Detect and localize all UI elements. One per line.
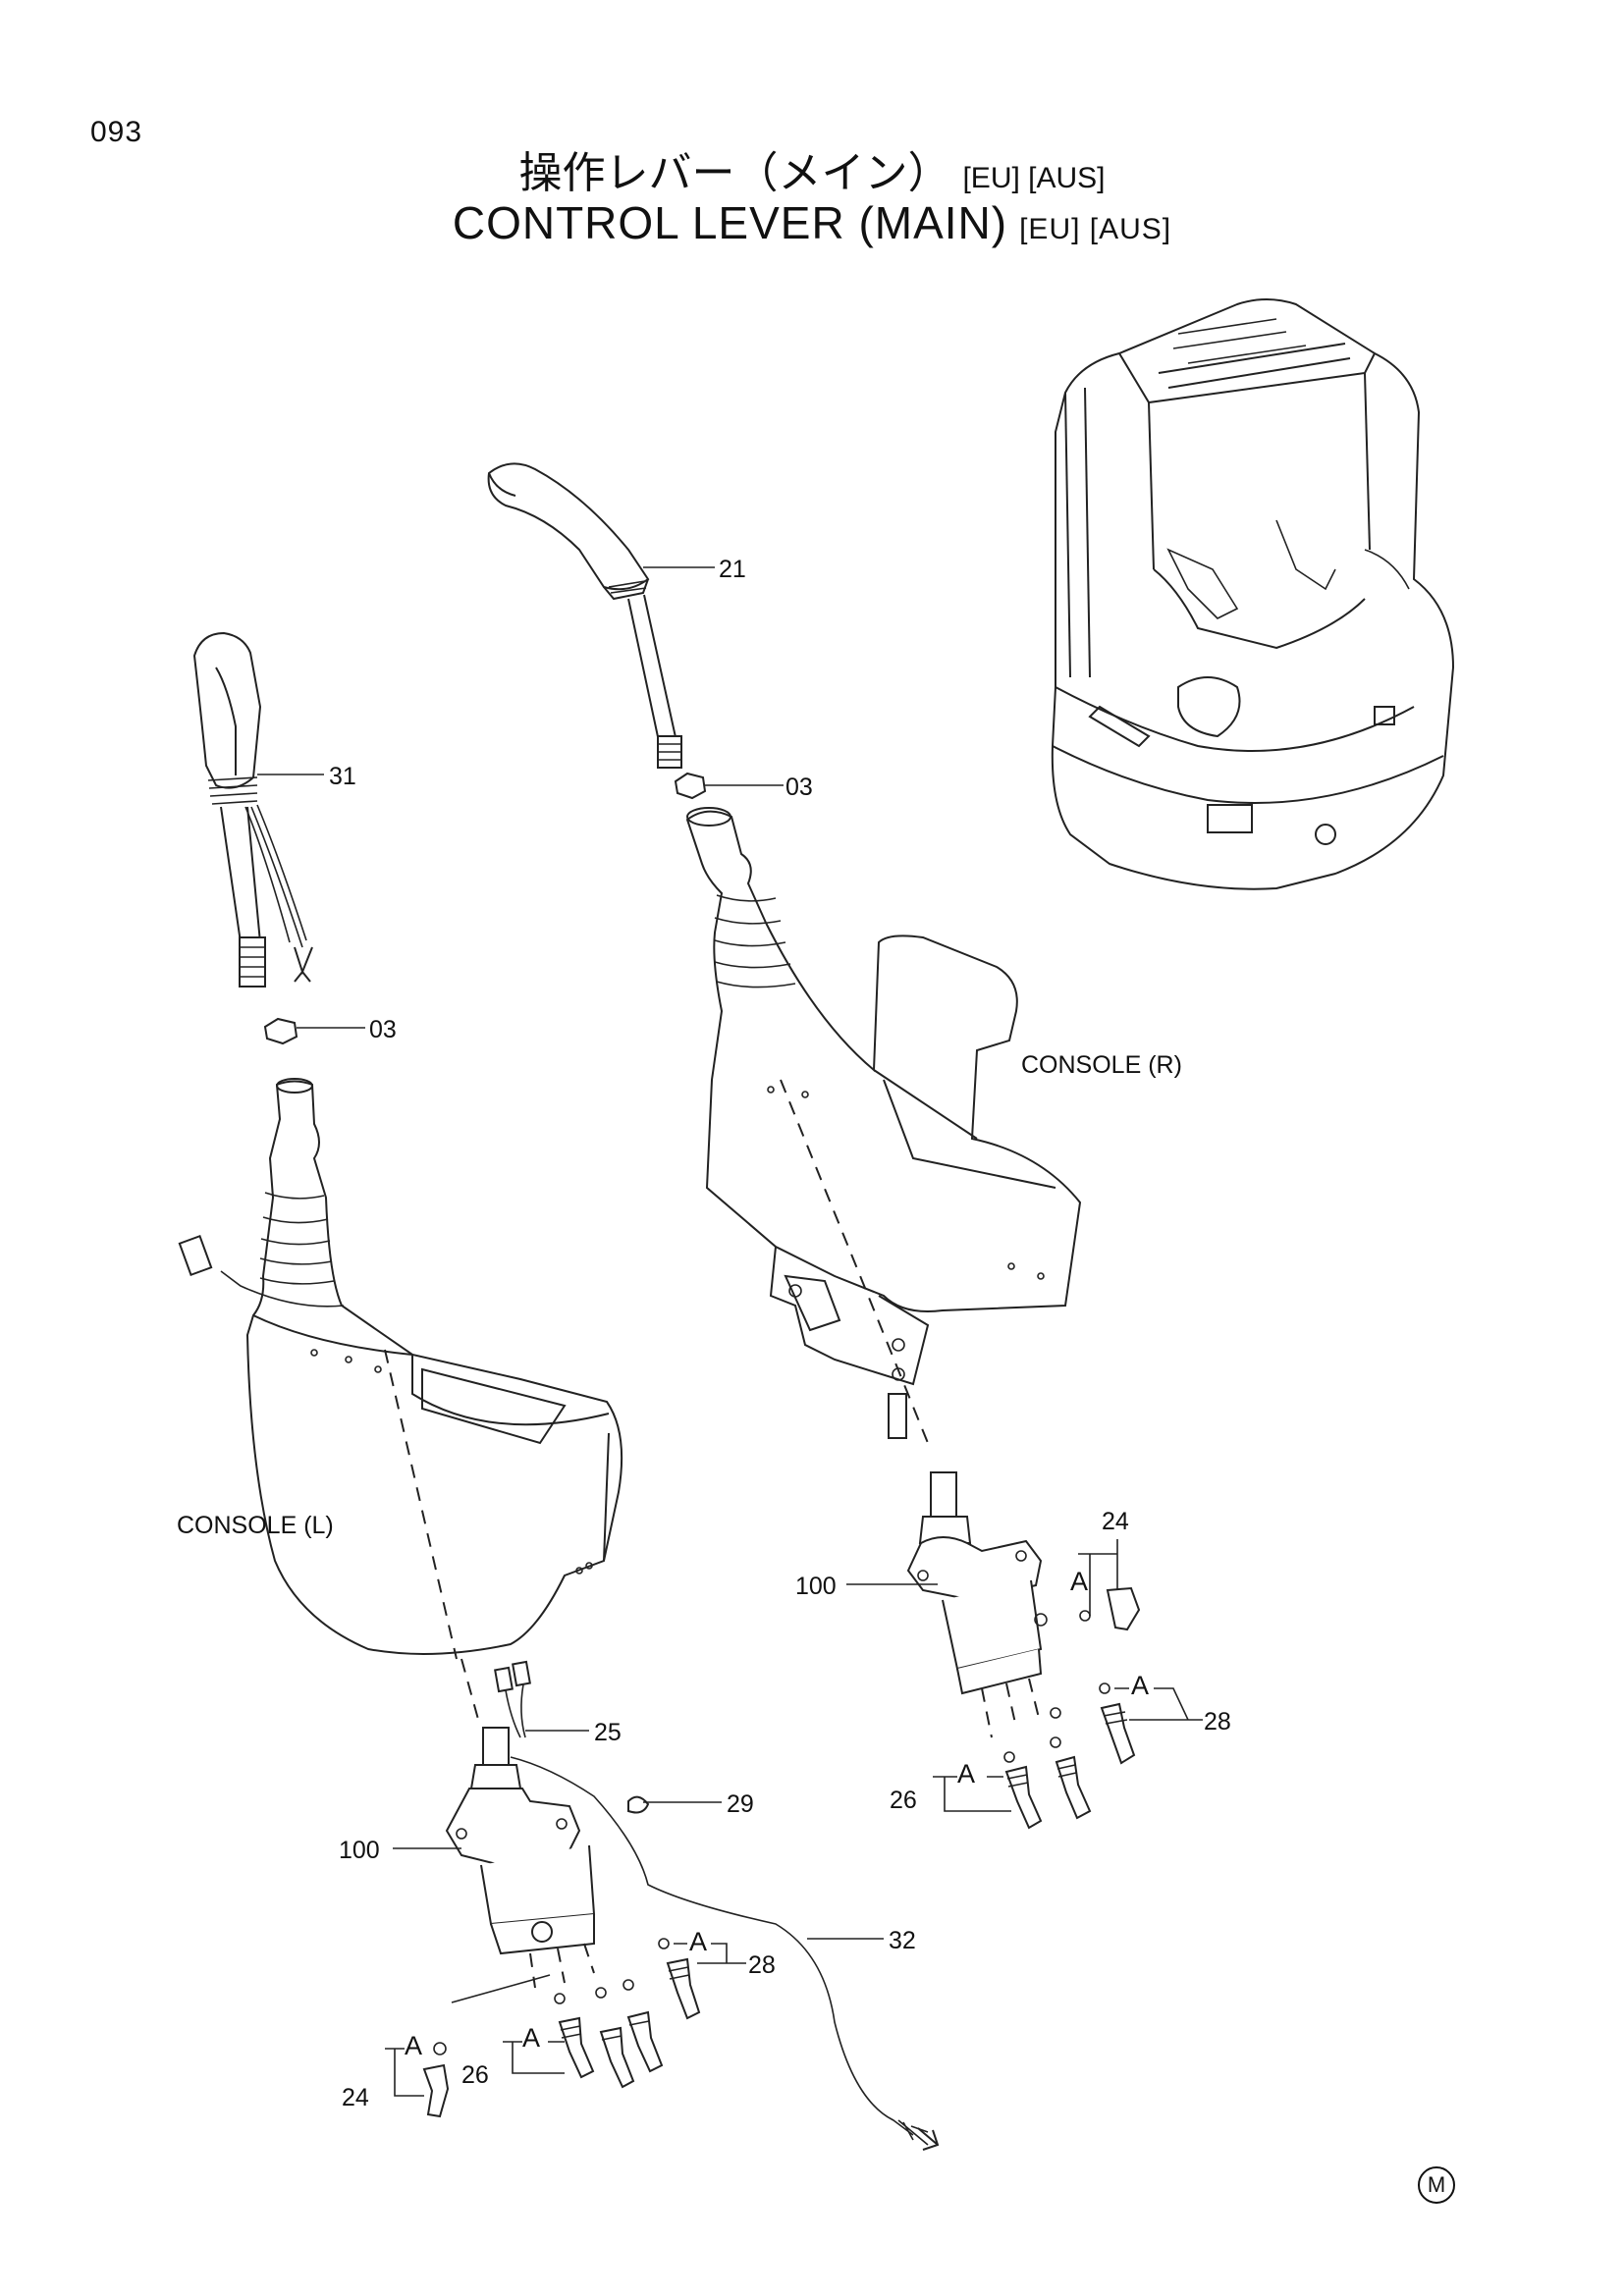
detail-a-left-2: A [522,2023,540,2053]
title-en-text: CONTROL LEVER (MAIN) [452,197,1008,248]
console-right [685,807,1082,1444]
detail-a-right-2: A [1131,1671,1149,1700]
fitting-24-left [385,1974,551,2118]
fitting-28-left [658,1938,746,2020]
fitting-28-right [1099,1682,1203,1765]
callout-100-right: 100 [795,1573,837,1600]
callout-28-left: 28 [748,1951,776,1979]
label-console-right: CONSOLE (R) [1021,1051,1182,1079]
callout-29: 29 [727,1790,754,1818]
detail-a-right-1: A [1070,1567,1088,1596]
title-jp-text: 操作レバー（メイン） [518,149,951,197]
title-english: CONTROL LEVER (MAIN) [EU] [AUS] [0,196,1624,249]
detail-a-left-3: A [405,2031,422,2060]
lever-21 [487,462,682,769]
excavator-cab-illustration [1051,298,1455,890]
fitting-26-left [503,1979,664,2089]
pilot-valve-100-left [445,1658,940,2151]
callout-24-left: 24 [342,2084,369,2111]
callout-26-left: 26 [461,2061,489,2089]
nut-03-left [263,1017,365,1045]
console-left [178,1078,623,1660]
title-japanese: 操作レバー（メイン） [EU] [AUS] [0,137,1624,200]
footer-mark: M [1418,2166,1455,2204]
pilot-valve-100-right [906,1471,1048,1738]
callout-32: 32 [889,1927,916,1954]
callout-31: 31 [329,763,356,790]
callout-100-left: 100 [339,1837,380,1864]
page-number: 093 [90,116,143,148]
callout-26-right: 26 [890,1787,917,1814]
title-en-region-tags: [EU] [AUS] [1019,213,1172,245]
fitting-26-right [933,1707,1092,1830]
detail-a-right-3: A [957,1759,975,1789]
nut-03-right [674,772,784,800]
title-jp-region-tags: [EU] [AUS] [962,162,1106,194]
callout-28-right: 28 [1204,1708,1231,1735]
fitting-24-right [1078,1539,1141,1631]
callout-21: 21 [719,556,746,583]
lever-31 [192,631,313,988]
label-console-left: CONSOLE (L) [177,1512,334,1539]
callout-03-right: 03 [785,774,813,801]
callout-24-right: 24 [1102,1508,1129,1535]
callout-25: 25 [594,1719,622,1746]
callout-03-left: 03 [369,1016,397,1043]
detail-a-left-1: A [689,1927,707,1956]
